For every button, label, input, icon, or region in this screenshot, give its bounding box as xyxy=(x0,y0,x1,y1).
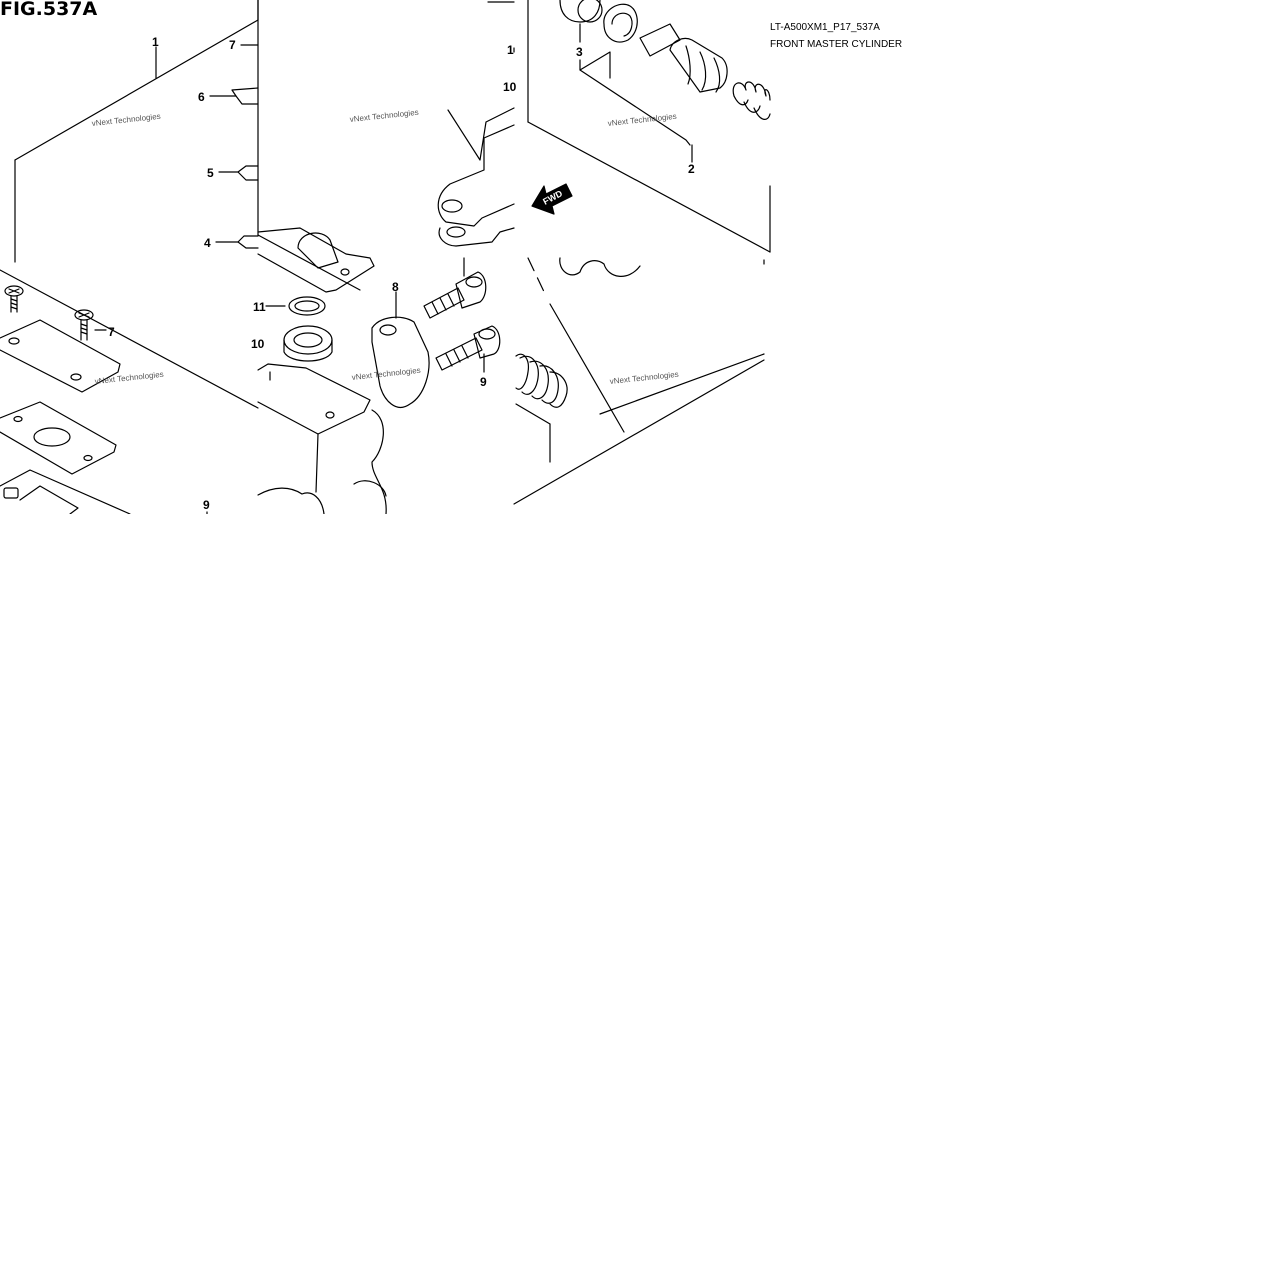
center-panel: vNext Technologies vNext Technologies xyxy=(257,0,515,515)
lower-plate-inner xyxy=(19,485,79,515)
cylinder-body-edge xyxy=(315,433,319,493)
part-3-cup-face xyxy=(577,0,603,23)
part-4-plate-edge xyxy=(237,241,259,249)
part-8-clamp-hole xyxy=(379,324,397,336)
part-10-bushing-inner xyxy=(293,332,323,348)
callout-6: 6 xyxy=(198,90,205,104)
leader-3-branch xyxy=(579,51,611,79)
lower-plate xyxy=(0,469,131,515)
right-frame-bottom xyxy=(527,121,771,253)
lever-bracket-body xyxy=(437,124,515,227)
cylinder-body-lug xyxy=(353,480,387,497)
part-10-bushing xyxy=(283,325,333,355)
piston-seal-3 xyxy=(713,57,721,93)
part-circlip-inner xyxy=(611,12,633,37)
bore-upper-line xyxy=(599,353,765,415)
screw-7 xyxy=(74,309,94,341)
figure-code: LT-A500XM1_P17_537A xyxy=(770,22,880,33)
figure-title: FRONT MASTER CYLINDER xyxy=(770,39,903,50)
cylinder-body-lower xyxy=(257,487,325,515)
reservoir-cap xyxy=(0,319,121,393)
callout-1-top: 1 xyxy=(152,35,159,49)
right-panel: FWD vNext Technologies vNext Technologie… xyxy=(513,0,771,505)
watermark-center-top: vNext Technologies xyxy=(349,108,419,124)
reservoir-body xyxy=(257,227,375,293)
lever-bracket-hole-lower xyxy=(446,226,466,238)
bracket-diagonal xyxy=(0,269,259,409)
bore-centerline-dash xyxy=(527,257,547,297)
callout-7-top: 7 xyxy=(229,38,236,52)
tile-gap-bottom xyxy=(0,514,770,518)
piston-seal-1 xyxy=(685,45,691,85)
reservoir-outline-top xyxy=(14,0,259,161)
bolt-lower xyxy=(435,325,501,371)
piston-seal-2 xyxy=(699,51,707,91)
diaphragm-hole-2 xyxy=(83,454,93,462)
return-spring xyxy=(515,353,568,408)
callout-9-right: 9 xyxy=(480,375,487,389)
watermark-right-bottom: vNext Technologies xyxy=(609,370,679,386)
part-10-bushing-side xyxy=(283,339,333,362)
lever-bracket-upper xyxy=(447,107,515,161)
callout-11: 11 xyxy=(253,300,266,314)
callout-5: 5 xyxy=(207,166,214,180)
reservoir-float xyxy=(297,232,339,269)
arrow-left-icon xyxy=(531,183,573,215)
part-11-o-ring xyxy=(288,296,326,316)
watermark-center-bottom: vNext Technologies xyxy=(351,366,421,382)
part-6-diaphragm-plate xyxy=(209,87,259,97)
bore-centerline xyxy=(549,303,625,433)
callout-3: 3 xyxy=(576,45,583,59)
cylinder-bore-lower xyxy=(559,257,641,277)
figure-label: FIG.537A xyxy=(0,0,98,20)
part-3-cup xyxy=(559,0,601,23)
callout-4: 4 xyxy=(204,236,211,250)
cylinder-lever-mount xyxy=(371,409,387,515)
reservoir-hole xyxy=(340,268,350,276)
lower-plate-tab xyxy=(3,487,19,499)
cap-diaphragm xyxy=(0,401,117,475)
watermark-left-top: vNext Technologies xyxy=(91,112,161,128)
part-11-o-ring-inner xyxy=(294,300,320,312)
callout-8: 8 xyxy=(392,280,399,294)
callout-10: 10 xyxy=(251,337,265,351)
diaphragm-center xyxy=(33,427,71,447)
part-circlip xyxy=(603,3,638,43)
piston-spring xyxy=(732,81,771,120)
lever-bracket-hole xyxy=(441,199,463,213)
callout-10-center: 10 xyxy=(503,80,517,94)
piston-rod xyxy=(639,23,681,57)
part-4-plate xyxy=(215,235,259,243)
center-frame-bottom xyxy=(257,234,361,291)
watermark-left-bottom: vNext Technologies xyxy=(94,370,164,386)
left-panel: vNext Technologies vNext Technologies xyxy=(0,0,259,515)
callout-9-bottom: 9 xyxy=(203,498,210,512)
bore-lower-line xyxy=(513,359,765,505)
lever-bracket-lower xyxy=(438,227,515,247)
bore-left-edge xyxy=(515,403,551,425)
cap-hole-2 xyxy=(70,373,82,381)
leader-2-bracket xyxy=(579,59,691,146)
callout-7-bottom: 7 xyxy=(108,325,115,339)
callout-2: 2 xyxy=(688,162,695,176)
callout-numbers: 1 7 6 5 4 11 10 7 8 9 9 1 10 3 2 xyxy=(108,35,695,512)
part-5-diaphragm xyxy=(218,165,259,173)
watermark-right-top: vNext Technologies xyxy=(607,112,677,128)
part-5-diaphragm-edge xyxy=(237,171,259,181)
part-6-diaphragm-edge xyxy=(235,95,259,105)
fwd-direction-marker: FWD xyxy=(531,183,573,215)
cylinder-body-hole xyxy=(325,411,335,419)
piston-body xyxy=(669,37,728,93)
callout-1-center: 1 xyxy=(507,43,514,57)
part-8-clamp xyxy=(371,316,430,408)
cap-hole-1 xyxy=(8,337,20,345)
screw-left xyxy=(4,285,24,313)
diaphragm-hole-1 xyxy=(13,415,23,423)
bolt-upper xyxy=(423,271,487,319)
